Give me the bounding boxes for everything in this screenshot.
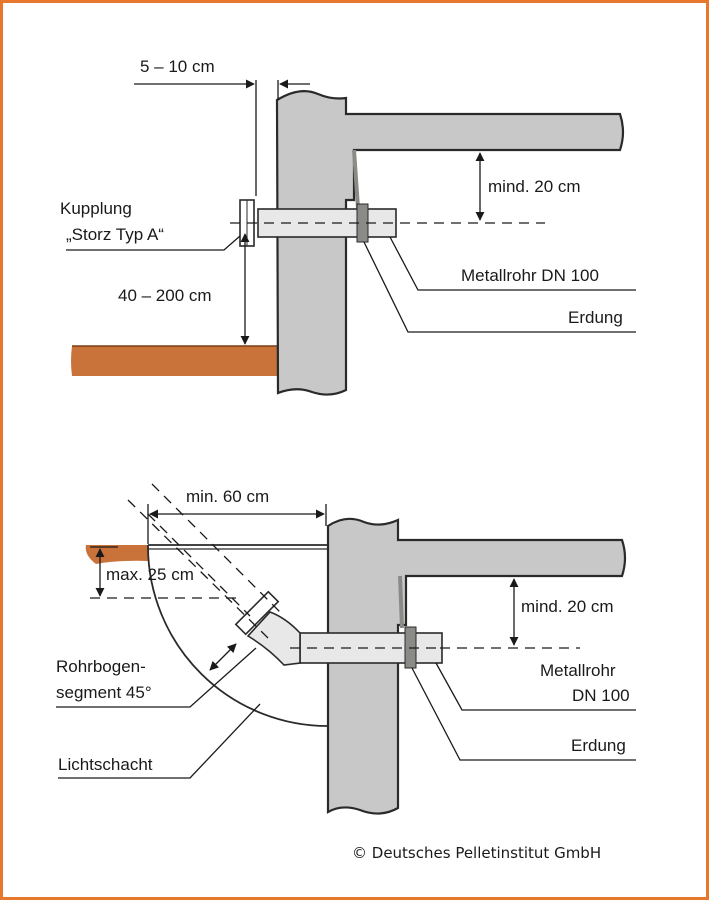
bottom-pipe-label-2: DN 100	[572, 686, 630, 705]
bottom-dim-ceiling: mind. 20 cm	[521, 597, 614, 616]
bottom-pipe-label-1: Metallrohr	[540, 661, 616, 680]
bottom-shaft-label: Lichtschacht	[58, 755, 153, 774]
bottom-dim-shaft-width: min. 60 cm	[186, 487, 269, 506]
bottom-bend-segment	[246, 611, 301, 666]
top-earth	[71, 346, 283, 376]
top-dim-wall-gap: 5 – 10 cm	[140, 57, 215, 76]
top-diagram: 5 – 10 cm 40 – 200 cm Kupplung „Storz Ty…	[60, 57, 636, 396]
top-pipe-label: Metallrohr DN 100	[461, 266, 599, 285]
bottom-light-shaft	[147, 545, 329, 727]
top-wall	[275, 89, 625, 396]
bottom-metal-pipe	[299, 632, 443, 664]
bottom-earth	[85, 545, 148, 564]
top-coupling-label-2: „Storz Typ A“	[66, 225, 164, 244]
bottom-ground-label: Erdung	[571, 736, 626, 755]
top-hanger-rod	[352, 149, 360, 209]
bottom-dim-depth: max. 25 cm	[106, 565, 194, 584]
top-ground-label: Erdung	[568, 308, 623, 327]
bottom-diagram: min. 60 cm max. 25 cm mind. 20 cm Metall…	[56, 483, 636, 815]
bottom-bend-label-2: segment 45°	[56, 683, 152, 702]
top-coupling-label-1: Kupplung	[60, 199, 132, 218]
bottom-bend-label-1: Rohrbogen-	[56, 657, 146, 676]
copyright-text: © Deutsches Pelletinstitut GmbH	[352, 844, 601, 862]
top-dim-ceiling: mind. 20 cm	[488, 177, 581, 196]
top-dim-height: 40 – 200 cm	[118, 286, 212, 305]
